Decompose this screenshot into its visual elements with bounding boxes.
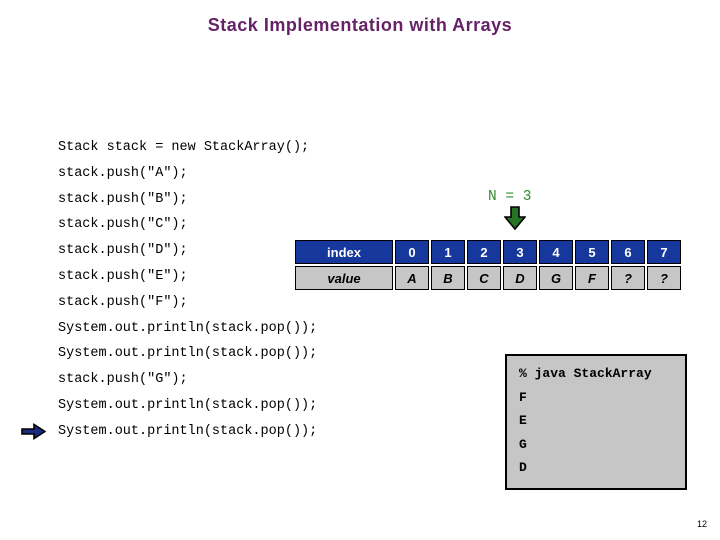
code-line: System.out.println(stack.pop()); [58,423,318,439]
code-line: stack.push("C"); [58,217,188,233]
index-cell: 7 [647,240,681,264]
value-cell: G [539,266,573,290]
code-block: Stack stack = new StackArray(); stack.pu… [58,135,317,445]
index-cell: 2 [467,240,501,264]
index-cell: 5 [575,240,609,264]
terminal-command: % java StackArray [519,366,652,381]
value-header-cell: value [295,266,393,290]
code-line: stack.push("D"); [58,243,188,259]
terminal-line: F [519,389,527,405]
stack-size-label: N = 3 [488,189,532,205]
index-cell: 0 [395,240,429,264]
array-table: index 0 1 2 3 4 5 6 7 value A B C D G F … [293,238,683,292]
index-cell: 1 [431,240,465,264]
terminal-line: G [519,436,527,452]
value-cell: B [431,266,465,290]
terminal-output-panel: % java StackArray F E G D [505,354,687,490]
current-line-right-arrow-icon [21,423,46,440]
index-row: index 0 1 2 3 4 5 6 7 [295,240,681,264]
code-line: stack.push("B"); [58,191,188,207]
code-line: System.out.println(stack.pop()); [58,320,318,336]
code-line: System.out.println(stack.pop()); [58,397,318,413]
code-line: stack.push("A"); [58,165,188,181]
index-cell: 4 [539,240,573,264]
index-cell: 6 [611,240,645,264]
index-header-cell: index [295,240,393,264]
code-line: Stack stack = new StackArray(); [58,140,310,155]
value-cell: F [575,266,609,290]
value-cell: ? [611,266,645,290]
value-cell: C [467,266,501,290]
value-cell: A [395,266,429,290]
index-cell: 3 [503,240,537,264]
page-title: Stack Implementation with Arrays [207,15,513,35]
value-row: value A B C D G F ? ? [295,266,681,290]
code-line: System.out.println(stack.pop()); [58,346,318,362]
code-line: stack.push("G"); [58,372,188,388]
value-cell: D [503,266,537,290]
terminal-line: E [519,413,527,428]
code-line: stack.push("F"); [58,294,188,310]
code-line: stack.push("E"); [58,268,188,284]
page-number: 12 [696,519,707,529]
down-arrow-icon [504,206,526,230]
terminal-line: D [519,460,527,475]
value-cell: ? [647,266,681,290]
